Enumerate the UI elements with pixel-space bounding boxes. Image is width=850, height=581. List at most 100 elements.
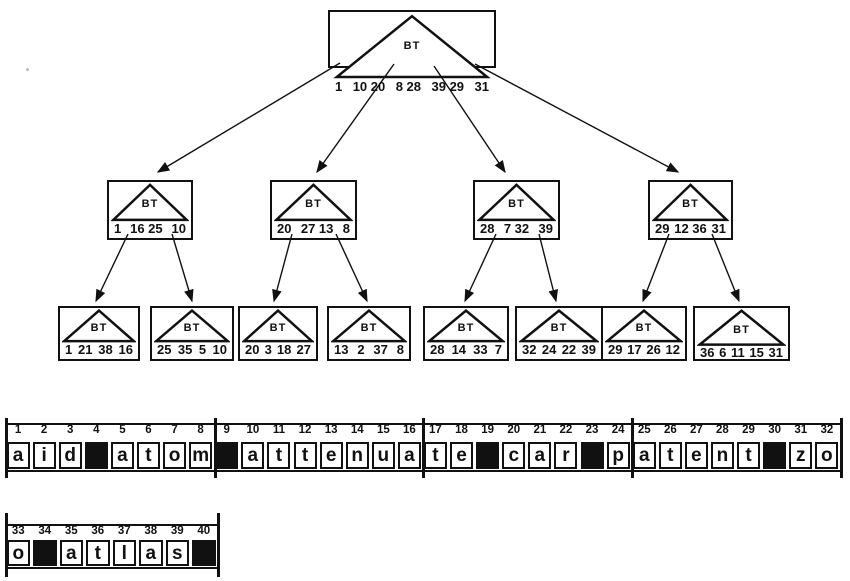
array-cell: t: [737, 442, 761, 469]
array-index: 7: [171, 424, 178, 436]
node-key: 39: [538, 220, 553, 236]
node-key: 16 25: [130, 220, 163, 236]
node-key: 36: [700, 345, 715, 361]
node-label: BT: [403, 40, 421, 53]
array-index: 8: [197, 424, 204, 436]
edge-arrow: [642, 233, 670, 303]
array-cell: z: [789, 442, 813, 469]
array-cell-separator: [215, 442, 239, 469]
array-index: 14: [350, 424, 364, 436]
node-key: 33: [473, 341, 488, 357]
node-key: 20: [245, 341, 260, 357]
node-keys: 28 7 32 39: [475, 220, 558, 238]
edge-arrow: [474, 63, 680, 173]
array-cell: a: [6, 442, 30, 469]
array-cell-separator: [192, 540, 216, 566]
array-cell: t: [293, 442, 317, 469]
tape-bottom-rule: [5, 567, 220, 569]
array-index: 16: [403, 424, 416, 436]
array-cell: t: [658, 442, 682, 469]
array-index: 40: [197, 525, 211, 537]
array-cell: i: [32, 442, 56, 469]
array-cell: a: [632, 442, 656, 469]
array-cell-separator: [84, 442, 108, 469]
array-index: 1: [14, 424, 22, 436]
node-key: 15: [749, 345, 764, 361]
node-key: 25: [157, 341, 172, 357]
node-key: 12 36: [674, 220, 707, 236]
edge-arrow: [335, 233, 368, 303]
bt-triangle-icon: BT: [154, 309, 230, 343]
array-index: 24: [611, 424, 625, 436]
node-key: 21: [78, 341, 93, 357]
tree-node-internal-1: BT 1 16 25 10: [107, 180, 193, 240]
array-cell-separator: [33, 540, 57, 566]
array-cell: e: [319, 442, 343, 469]
array-cell: t: [423, 442, 447, 469]
array-index: 3: [67, 424, 74, 436]
edge-arrow: [156, 62, 341, 173]
array-cell: n: [345, 442, 369, 469]
node-label: BT: [550, 322, 568, 335]
node-key: 39 29: [431, 79, 465, 95]
node-key: 7 32: [503, 220, 530, 236]
node-key: 17: [627, 341, 642, 357]
array-cell: t: [267, 442, 291, 469]
bt-triangle-icon: BT: [427, 309, 505, 343]
array-cell-separator: [476, 442, 500, 469]
node-key: 2: [357, 341, 365, 357]
array-cell: o: [163, 442, 187, 469]
array-index: 4: [93, 424, 100, 436]
array-index: 35: [64, 525, 78, 537]
node-key: 8: [396, 341, 404, 357]
edge-arrow: [272, 233, 293, 303]
node-key: 8: [342, 220, 350, 236]
node-key: 39: [581, 341, 596, 357]
array-cell: a: [241, 442, 265, 469]
node-key: 31: [768, 345, 783, 361]
array-index: 29: [742, 424, 755, 436]
array-cell: e: [450, 442, 474, 469]
node-key: 32: [522, 341, 537, 357]
node-label: BT: [141, 198, 159, 211]
array-cell: d: [58, 442, 82, 469]
node-label: BT: [635, 322, 653, 335]
array-cell: a: [110, 442, 134, 469]
node-key: 13: [334, 341, 349, 357]
array-index: 27: [689, 424, 703, 436]
node-key: 10: [212, 341, 227, 357]
array-cell: l: [112, 540, 136, 566]
array-index: 10: [246, 424, 260, 436]
node-key: 1: [114, 220, 122, 236]
node-key: 28: [480, 220, 495, 236]
array-cell: m: [189, 442, 213, 469]
node-key: 29: [655, 220, 670, 236]
bt-triangle-icon: BT: [519, 309, 599, 343]
array-index: 33: [11, 525, 25, 537]
node-key: 27 13: [300, 220, 334, 236]
node-key: 28: [430, 341, 445, 357]
array-index: 36: [91, 525, 105, 537]
array-index: 38: [144, 525, 158, 537]
node-key: 38: [98, 341, 113, 357]
bt-triangle-icon: BT: [331, 309, 407, 343]
bt-triangle-icon: BT: [477, 183, 556, 222]
node-key: 10: [171, 220, 186, 236]
bt-triangle-icon: BT: [605, 309, 683, 343]
node-key: 14: [451, 341, 467, 357]
bt-triangle-icon: BT: [332, 13, 492, 80]
